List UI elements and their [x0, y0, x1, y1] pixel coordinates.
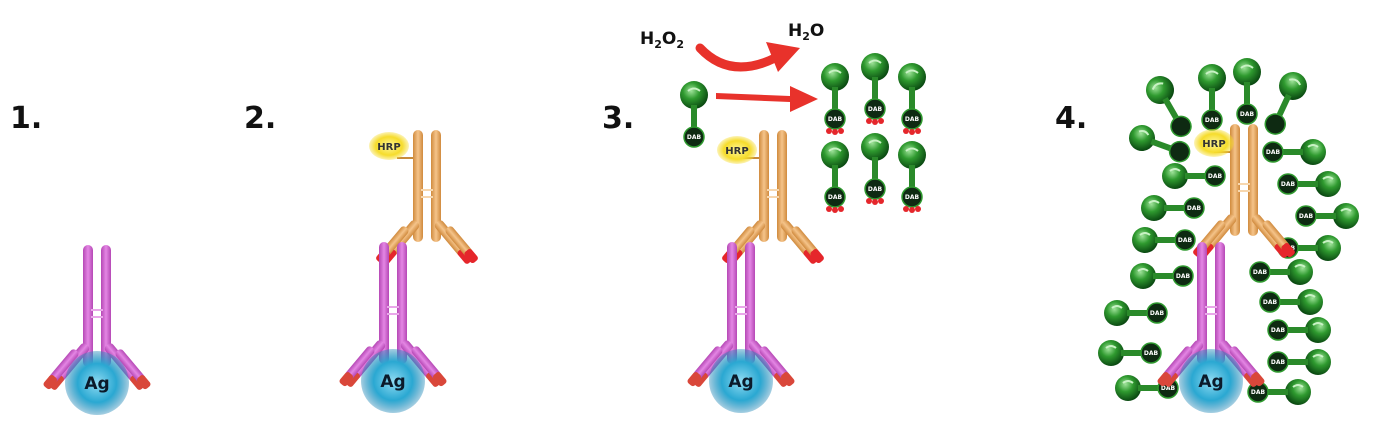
- svg-text:DAB: DAB: [1266, 149, 1281, 156]
- chromogen-molecule: DAB: [1295, 202, 1360, 230]
- chromogen-molecule: DAB: [1259, 288, 1324, 316]
- chromogen-label: DAB: [687, 134, 702, 141]
- chromogen-molecule: DAB: [1097, 339, 1162, 367]
- antigen: Ag: [361, 349, 425, 413]
- svg-text:DAB: DAB: [1271, 359, 1286, 366]
- panel-2: HRP Ag: [337, 129, 481, 413]
- chromogen-molecule: DAB: [679, 80, 709, 148]
- chromogen-molecule: DAB: [897, 62, 927, 135]
- chromogen-molecule: DAB: [860, 132, 890, 205]
- svg-text:DAB: DAB: [1161, 385, 1176, 392]
- svg-text:DAB: DAB: [1178, 237, 1193, 244]
- svg-text:DAB: DAB: [1176, 273, 1191, 280]
- svg-text:DAB: DAB: [1150, 310, 1165, 317]
- svg-text:DAB: DAB: [1253, 269, 1268, 276]
- step-label-3: 3.: [602, 101, 634, 136]
- svg-text:DAB: DAB: [905, 194, 920, 201]
- svg-text:DAB: DAB: [1240, 111, 1255, 118]
- chromogen-molecule: DAB: [897, 140, 927, 213]
- hrp-label: HRP: [725, 146, 748, 157]
- antigen-label: Ag: [728, 372, 753, 392]
- hrp-enzyme: HRP: [717, 136, 757, 164]
- panel-4: DAB DAB DAB DAB DAB DAB DAB DAB DAB DAB …: [1097, 57, 1360, 413]
- svg-text:DAB: DAB: [1271, 327, 1286, 334]
- chromogen-molecule: DAB: [1267, 348, 1332, 376]
- chromogen-molecule: DAB: [1129, 262, 1194, 290]
- chromogen-molecule: DAB: [1277, 170, 1342, 198]
- substrate-formula: H2O2: [640, 29, 684, 51]
- chromogen-molecule: DAB: [1267, 316, 1332, 344]
- chromogen-molecule: DAB: [1161, 162, 1226, 190]
- chromogen-molecule: [1257, 66, 1313, 141]
- svg-text:DAB: DAB: [828, 194, 843, 201]
- chromogen-molecule: DAB: [1131, 226, 1196, 254]
- panel-3: H2O2 H2O DAB DAB DAB DAB DAB DAB DAB: [640, 21, 927, 413]
- oxidized-chromogen-grid: DAB DAB DAB DAB DAB DAB: [820, 52, 927, 213]
- chromogen-molecule: DAB: [1262, 138, 1327, 166]
- svg-text:DAB: DAB: [868, 186, 883, 193]
- panel-1: Ag: [41, 244, 153, 415]
- svg-text:DAB: DAB: [1299, 213, 1314, 220]
- chromogen-molecule: DAB: [1247, 378, 1312, 406]
- svg-text:DAB: DAB: [828, 116, 843, 123]
- hrp-enzyme: HRP: [369, 132, 409, 160]
- svg-text:DAB: DAB: [1251, 389, 1266, 396]
- chromogen-molecule: DAB: [860, 52, 890, 125]
- chromogen-molecule: DAB: [1197, 63, 1227, 131]
- antigen-label: Ag: [84, 374, 109, 394]
- antigen-label: Ag: [1198, 372, 1223, 392]
- product-formula: H2O: [788, 21, 824, 43]
- chromogen-molecule: DAB: [1249, 258, 1314, 286]
- svg-text:DAB: DAB: [868, 106, 883, 113]
- svg-text:DAB: DAB: [1263, 299, 1278, 306]
- hrp-enzyme: HRP: [1194, 129, 1234, 157]
- chromogen-molecule: DAB: [820, 140, 850, 213]
- chromogen-molecule: DAB: [1232, 57, 1262, 125]
- step-label-1: 1.: [10, 101, 42, 136]
- antigen: Ag: [709, 349, 773, 413]
- step-label-4: 4.: [1055, 101, 1087, 136]
- reaction-straight-arrow: [716, 86, 818, 112]
- chromogen-molecule: DAB: [1114, 374, 1179, 402]
- hrp-label: HRP: [1202, 139, 1225, 150]
- chromogen-molecule: DAB: [1103, 299, 1168, 327]
- antigen: Ag: [1179, 349, 1243, 413]
- antigen-label: Ag: [380, 372, 405, 392]
- chromogen-molecule: DAB: [1140, 194, 1205, 222]
- svg-text:DAB: DAB: [1144, 350, 1159, 357]
- svg-text:DAB: DAB: [1187, 205, 1202, 212]
- svg-text:DAB: DAB: [1281, 181, 1296, 188]
- reaction-curved-arrow: [695, 42, 800, 72]
- hrp-label: HRP: [377, 142, 400, 153]
- svg-text:DAB: DAB: [1205, 117, 1220, 124]
- chromogen-molecule: DAB: [820, 62, 850, 135]
- step-label-2: 2.: [244, 101, 276, 136]
- antigen: Ag: [65, 351, 129, 415]
- svg-text:DAB: DAB: [1208, 173, 1223, 180]
- svg-text:DAB: DAB: [905, 116, 920, 123]
